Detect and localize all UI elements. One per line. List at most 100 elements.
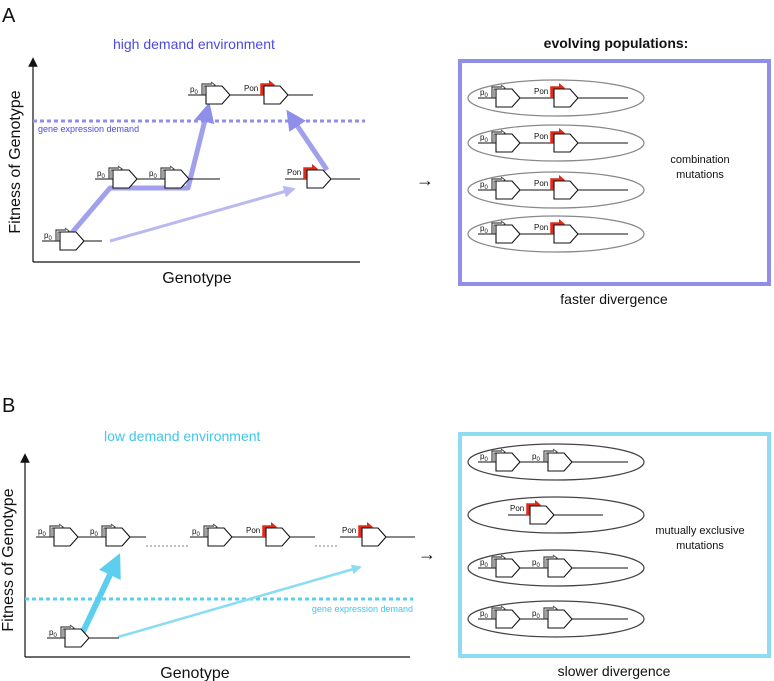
promoter-arrow-icon [550, 222, 560, 234]
gene-body-icon [59, 231, 85, 251]
panel-a-population-4: p0 Pon [467, 215, 645, 253]
promoter-arrow-icon [550, 86, 560, 98]
panel-a-populations-title: evolving populations: [544, 35, 689, 51]
gene-body-icon [112, 169, 138, 189]
panel-b-trajectory-1 [79, 553, 121, 636]
panel-a-x-axis-label: Genotype [162, 270, 231, 287]
panel-b-gene-p0-p0: p0 p0 [36, 523, 146, 547]
promoter-label: p0 [190, 85, 198, 96]
gene-body-icon [495, 609, 521, 629]
promoter-label: p0 [97, 169, 105, 180]
promoter-label: p0 [38, 527, 46, 538]
gene-body-icon [495, 558, 521, 578]
promoter-label: p0 [49, 628, 57, 639]
panel-b-divergence-label: slower divergence [558, 663, 671, 679]
promoter-label: p0 [480, 180, 488, 191]
panel-a-note-line2: mutations [676, 169, 724, 181]
promoter-arrow-icon [491, 607, 502, 619]
promoter-label: Pon [246, 526, 260, 535]
panel-a-environment-title: high demand environment [113, 36, 275, 52]
promoter-arrow-icon [491, 450, 502, 462]
panel-a-y-axis-label: Fitness of Genotype [7, 90, 24, 233]
gene-body-icon [553, 88, 579, 108]
promoter-arrow-icon [160, 167, 171, 179]
promoter-label: p0 [44, 231, 52, 242]
gene-body-icon [495, 224, 521, 244]
promoter-arrow-icon [491, 222, 502, 234]
panel-a-demand-label: gene expression demand [38, 124, 139, 134]
promoter-label: p0 [149, 169, 157, 180]
panel-b-demand-label: gene expression demand [312, 604, 413, 614]
gene-body-icon [529, 505, 555, 525]
gene-body-icon [64, 628, 90, 648]
promoter-label: p0 [480, 133, 488, 144]
gene-body-icon [547, 558, 573, 578]
promoter-arrow-icon [543, 556, 554, 568]
promoter-label: p0 [480, 224, 488, 235]
promoter-arrow-icon [55, 229, 66, 241]
gene-body-icon [547, 452, 573, 472]
promoter-label: p0 [480, 609, 488, 620]
promoter-arrow-icon [101, 525, 112, 537]
population-ellipse [467, 549, 645, 587]
panel-a-populations-box [458, 59, 771, 286]
panel-a-population-2: p0 Pon [467, 124, 645, 162]
gene-body-icon [547, 609, 573, 629]
gene-body-icon [495, 88, 521, 108]
gene-body-icon [361, 527, 387, 547]
promoter-arrow-icon [550, 178, 560, 190]
promoter-label: p0 [90, 527, 98, 538]
gene-body-icon [53, 527, 79, 547]
promoter-arrow-icon [303, 167, 313, 179]
promoter-arrow-icon [108, 167, 119, 179]
promoter-arrow-icon [203, 525, 214, 537]
promoter-label: p0 [480, 88, 488, 99]
promoter-arrow-icon [491, 131, 502, 143]
gene-body-icon [495, 452, 521, 472]
promoter-label: Pon [534, 223, 548, 232]
panel-b-note-line1: mutually exclusive [655, 525, 744, 537]
panel-b-populations-box [458, 432, 771, 658]
promoter-label: Pon [287, 168, 301, 177]
panel-a-gene-pon: Pon [285, 164, 360, 189]
panel-a-gene-p0-p0: p0 p0 [95, 165, 220, 189]
gene-body-icon [306, 169, 332, 189]
population-ellipse [467, 171, 645, 209]
panel-b-gene-p0-base: p0 [47, 624, 119, 648]
promoter-label: Pon [534, 132, 548, 141]
panel-a-flow-arrow: → [416, 170, 434, 190]
gene-body-icon [105, 527, 131, 547]
promoter-label: p0 [480, 558, 488, 569]
promoter-arrow-icon [260, 83, 270, 95]
promoter-arrow-icon [491, 86, 502, 98]
promoter-arrow-icon [358, 525, 368, 537]
gene-body-icon [164, 169, 190, 189]
panel-b-gene-pon: Pon [340, 522, 415, 547]
population-ellipse [467, 496, 645, 534]
gene-body-icon [553, 133, 579, 153]
promoter-arrow-icon [543, 607, 554, 619]
gene-body-icon [263, 85, 289, 105]
population-ellipse [467, 443, 645, 481]
population-ellipse [467, 79, 645, 117]
promoter-label: p0 [480, 452, 488, 463]
promoter-label: Pon [534, 87, 548, 96]
promoter-label: p0 [532, 609, 540, 620]
panel-b-letter: B [2, 395, 15, 417]
promoter-arrow-icon [491, 556, 502, 568]
promoter-arrow-icon [491, 178, 502, 190]
gene-body-icon [495, 180, 521, 200]
promoter-arrow-icon [543, 450, 554, 462]
gene-body-icon [265, 527, 291, 547]
population-ellipse [467, 124, 645, 162]
promoter-arrow-icon [201, 83, 212, 95]
promoter-arrow-icon [262, 525, 272, 537]
panel-a-divergence-label: faster divergence [560, 291, 668, 307]
promoter-arrow-icon [60, 626, 71, 638]
panel-b-environment-title: low demand environment [104, 428, 261, 444]
